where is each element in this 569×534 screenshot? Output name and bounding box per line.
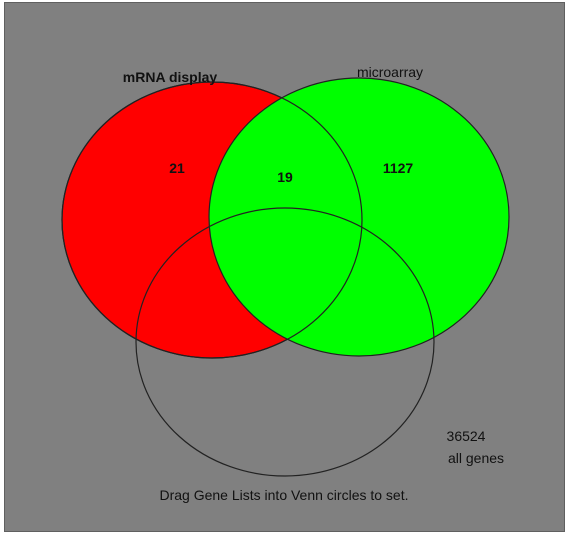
set-b-count: 1127 (383, 160, 414, 176)
set-a-count: 21 (169, 160, 185, 176)
venn-circle-microarray[interactable] (208, 77, 510, 357)
intersection-ab-count: 19 (277, 169, 293, 185)
total-count: 36524 (447, 428, 486, 444)
instruction-text: Drag Gene Lists into Venn circles to set… (159, 487, 408, 503)
venn-circle-mrna-display-outline (61, 81, 363, 359)
total-label: all genes (448, 450, 504, 466)
venn-circle-empty-set[interactable] (135, 207, 435, 477)
set-a-label: mRNA display (123, 69, 218, 85)
set-b-label: microarray (357, 64, 423, 80)
